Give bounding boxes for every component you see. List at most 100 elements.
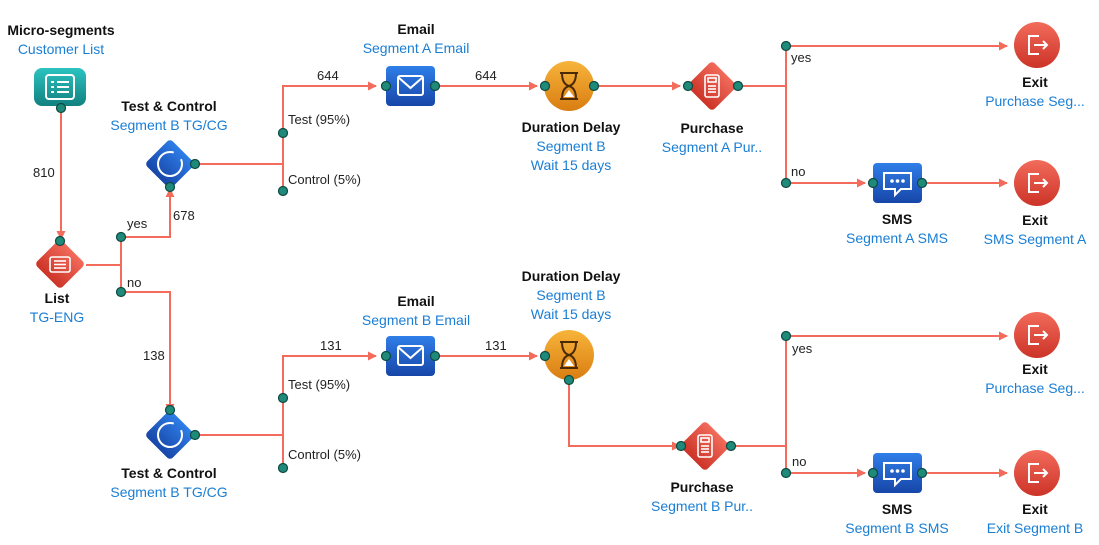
- count-644-out-label: 644: [475, 68, 497, 83]
- test-top-label: Test (95%): [288, 112, 351, 127]
- exit-icon: [1028, 173, 1049, 193]
- chat-bubble-icon: [883, 462, 912, 488]
- sms-top-label: SMS Segment A SMS: [832, 210, 962, 248]
- purchase-bottom-title: Purchase: [670, 479, 734, 495]
- sms-top-title: SMS: [881, 211, 913, 227]
- count-138-label: 138: [143, 348, 165, 363]
- sms-bottom-node[interactable]: [873, 453, 922, 493]
- edge-purchase-split-bottom: [731, 336, 787, 473]
- edge-purchase-split-top: [740, 46, 787, 183]
- port: [115, 286, 127, 298]
- exit-icon: [1028, 35, 1049, 55]
- exit4-subtitle: Exit Segment B: [986, 520, 1084, 536]
- sms-bottom-title: SMS: [881, 501, 913, 517]
- port: [780, 330, 792, 342]
- purchase-bottom-label: Purchase Segment B Pur..: [637, 478, 767, 516]
- port: [916, 177, 928, 189]
- count-678-label: 678: [173, 208, 195, 223]
- port: [682, 80, 694, 92]
- email-bottom-title: Email: [397, 293, 435, 309]
- exit3-label: Exit Purchase Seg...: [971, 360, 1099, 398]
- exit3-node[interactable]: [1014, 312, 1060, 358]
- purchase-bottom-node[interactable]: [680, 421, 731, 472]
- no-purchase-bottom-label: no: [792, 454, 807, 469]
- list-label: List TG-ENG: [17, 289, 97, 327]
- port: [277, 462, 289, 474]
- delay-top-subtitle: Segment B: [536, 138, 606, 154]
- yes-purchase-top-label: yes: [791, 50, 812, 65]
- port: [429, 350, 441, 362]
- exit3-subtitle: Purchase Seg...: [985, 380, 1085, 396]
- delay-top-label: Duration Delay Segment B Wait 15 days: [501, 118, 641, 175]
- delay-bottom-label: Duration Delay Segment B Wait 15 days: [501, 267, 641, 324]
- pos-terminal-icon: [697, 434, 713, 458]
- delay-bottom-node[interactable]: [544, 330, 594, 380]
- sms-top-node[interactable]: [873, 163, 922, 203]
- list-icon: [49, 256, 71, 273]
- edge-test-email-top: [282, 81, 377, 133]
- delay-bottom-subtitle: Segment B: [536, 287, 606, 303]
- split-circle-icon: [157, 422, 183, 448]
- email-bottom-node[interactable]: [386, 336, 435, 376]
- no-list-label: no: [127, 275, 142, 290]
- control-bottom-label: Control (5%): [288, 447, 361, 462]
- microsegments-subtitle: Customer List: [17, 41, 105, 57]
- exit4-title: Exit: [1022, 501, 1048, 517]
- port: [867, 467, 879, 479]
- email-top-label: Email Segment A Email: [346, 20, 486, 58]
- delay-top-title: Duration Delay: [521, 119, 621, 135]
- hourglass-icon: [560, 341, 578, 369]
- purchase-bottom-subtitle: Segment B Pur..: [651, 498, 753, 514]
- tc-bottom-label: Test & Control Segment B TG/CG: [94, 464, 244, 502]
- port: [725, 440, 737, 452]
- port: [277, 392, 289, 404]
- email-top-subtitle: Segment A Email: [362, 40, 470, 56]
- edge-tc-top-split: [195, 133, 284, 191]
- pos-terminal-icon: [704, 74, 720, 98]
- list-node[interactable]: [35, 239, 86, 290]
- email-top-node[interactable]: [386, 66, 435, 106]
- tc-bottom-subtitle: Segment B TG/CG: [110, 484, 228, 500]
- purchase-top-subtitle: Segment A Pur..: [661, 139, 763, 155]
- chat-bubble-icon: [883, 172, 912, 198]
- email-top-title: Email: [397, 21, 435, 37]
- port: [588, 80, 600, 92]
- edge-test-email-bottom: [282, 351, 377, 398]
- port: [54, 235, 66, 247]
- tc-top-node[interactable]: [145, 139, 196, 190]
- exit2-node[interactable]: [1014, 160, 1060, 206]
- port: [189, 158, 201, 170]
- port: [675, 440, 687, 452]
- list-title: List: [44, 290, 70, 306]
- delay-bottom-wait: Wait 15 days: [530, 306, 612, 322]
- purchase-top-title: Purchase: [680, 120, 744, 136]
- port: [380, 80, 392, 92]
- microsegments-title: Micro-segments: [7, 22, 115, 38]
- sms-bottom-subtitle: Segment B SMS: [845, 520, 949, 536]
- list-subtitle: TG-ENG: [29, 309, 85, 325]
- tc-bottom-title: Test & Control: [121, 465, 217, 481]
- exit1-node[interactable]: [1014, 22, 1060, 68]
- port: [867, 177, 879, 189]
- purchase-top-node[interactable]: [687, 61, 738, 112]
- hourglass-icon: [560, 72, 578, 100]
- port: [115, 231, 127, 243]
- count-131-out-label: 131: [485, 338, 507, 353]
- tc-bottom-node[interactable]: [145, 410, 196, 461]
- port: [539, 350, 551, 362]
- port: [189, 429, 201, 441]
- port: [277, 127, 289, 139]
- exit2-title: Exit: [1022, 212, 1048, 228]
- port: [277, 185, 289, 197]
- edge-list-branch: [86, 237, 122, 292]
- tc-top-subtitle: Segment B TG/CG: [110, 117, 228, 133]
- no-purchase-top-label: no: [791, 164, 806, 179]
- exit1-label: Exit Purchase Seg...: [971, 73, 1099, 111]
- sms-top-subtitle: Segment A SMS: [846, 230, 948, 246]
- edge-no-tc-bottom: [121, 291, 175, 413]
- exit4-node[interactable]: [1014, 450, 1060, 496]
- microsegments-node[interactable]: [34, 68, 86, 106]
- delay-top-node[interactable]: [544, 61, 594, 111]
- envelope-icon: [397, 345, 424, 366]
